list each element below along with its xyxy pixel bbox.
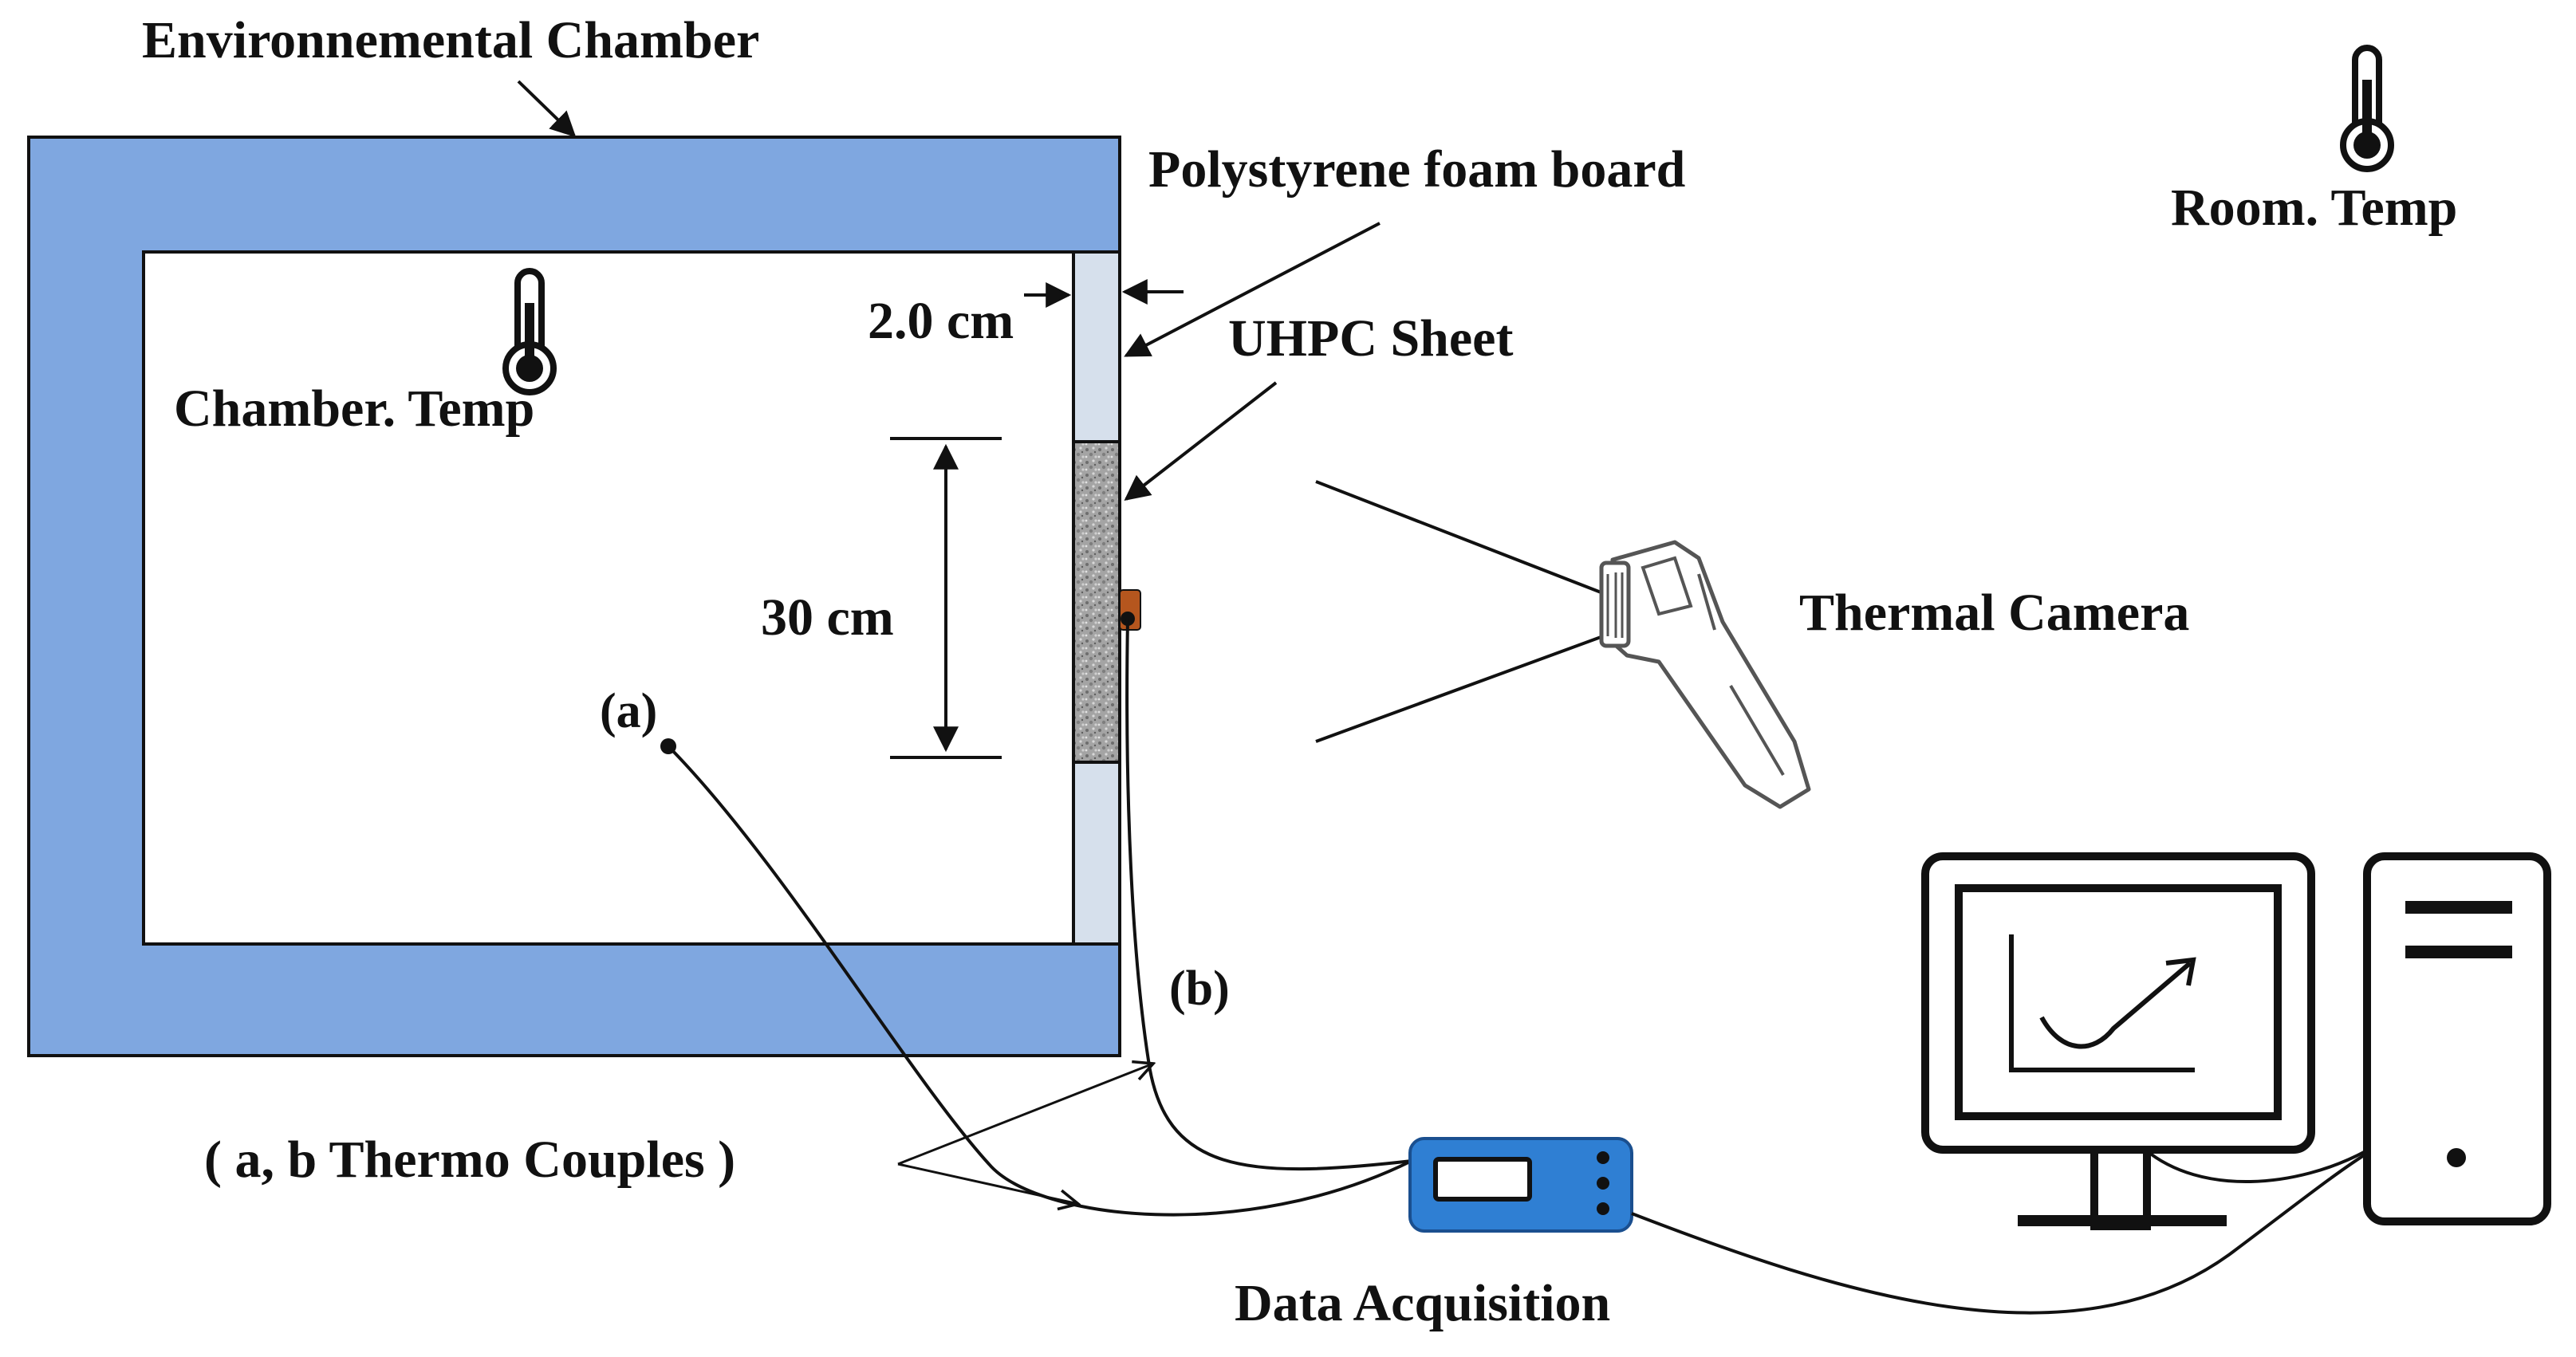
- uhpc-sheet-label: UHPC Sheet: [1228, 309, 1513, 368]
- room-thermometer-icon: [2340, 45, 2394, 172]
- thermocouple-a-cable: [667, 745, 1412, 1217]
- height-label: 30 cm: [761, 588, 894, 647]
- desktop-computer-icon: [1921, 852, 2551, 1230]
- thermocouple-b-cable: [1125, 618, 1412, 1171]
- daq-computer-cable: [1631, 1150, 2372, 1315]
- camera-view-line-top: [1315, 480, 1604, 595]
- chamber-temp-label: Chamber. Temp: [174, 380, 534, 438]
- polystyrene-label: Polystyrene foam board: [1148, 140, 1685, 199]
- thermocouples-label: ( a, b Thermo Couples ): [204, 1131, 735, 1189]
- thermocouples-pointer-upper: [897, 1064, 1153, 1166]
- monitor-screen: [1955, 884, 2282, 1120]
- specimen-assembly: [1072, 250, 1141, 946]
- data-acquisition-label: Data Acquisition: [1235, 1274, 1610, 1332]
- uhpc-sheet: [1072, 440, 1121, 764]
- thermal-camera-icon: [1599, 540, 1811, 809]
- environmental-chamber-label: Environnemental Chamber: [142, 11, 759, 69]
- monitor-tower-cable: [2144, 1148, 2366, 1183]
- thermocouples-pointer-lower: [897, 1162, 1078, 1204]
- chamber-pointer-arrow: [517, 80, 577, 138]
- point-b-label: (b): [1169, 962, 1230, 1016]
- room-temp-label: Room. Temp: [2171, 179, 2457, 237]
- polystyrene-pointer-arrow: [1124, 222, 1381, 357]
- chamber-interior: [142, 250, 1121, 946]
- point-a-label: (a): [600, 684, 657, 738]
- thickness-label: 2.0 cm: [868, 292, 1014, 350]
- thermal-camera-label: Thermal Camera: [1799, 584, 2189, 642]
- data-logger-icon: [1408, 1137, 1633, 1233]
- camera-view-line-bottom: [1315, 635, 1604, 743]
- height-dimension: [890, 437, 1002, 759]
- environmental-chamber: [27, 136, 1121, 1057]
- chamber-thermometer-icon: [502, 268, 557, 395]
- uhpc-pointer-arrow: [1124, 381, 1278, 501]
